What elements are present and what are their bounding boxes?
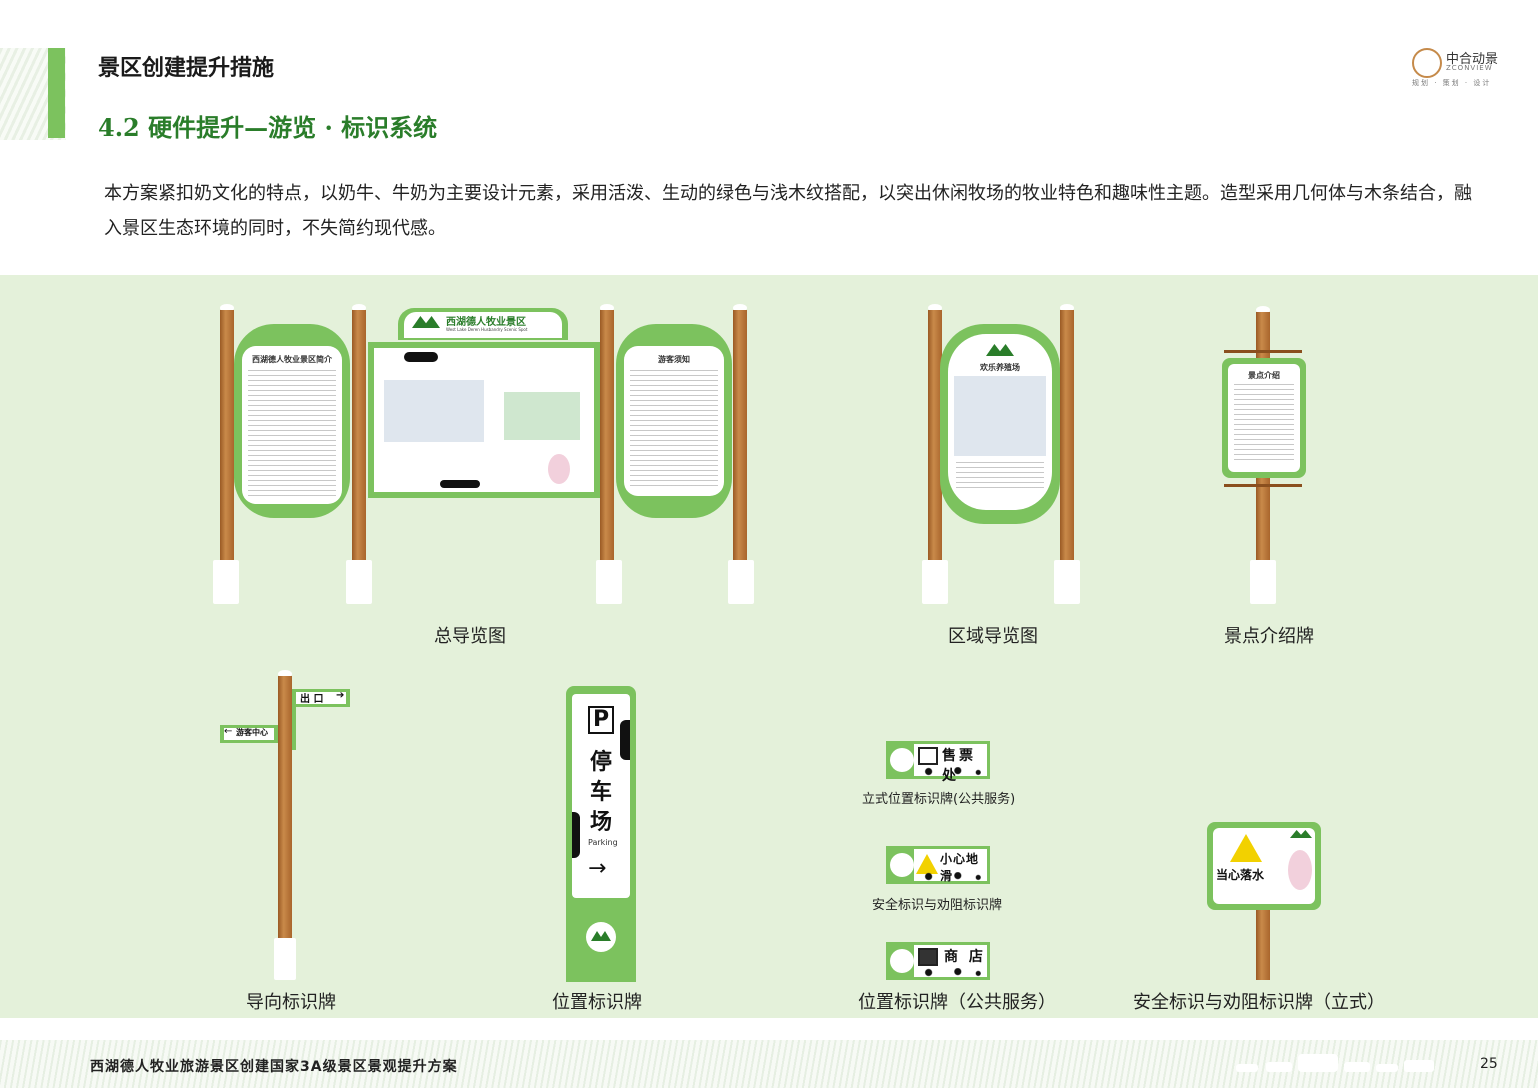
logo-mark-icon — [1412, 48, 1442, 78]
shop-sign: 商 店 — [886, 942, 990, 980]
post-base — [1250, 560, 1276, 604]
logo-en: ZCONVIEW — [1446, 64, 1493, 72]
section-title: 景区创建提升措施 — [98, 55, 275, 81]
logo-badge-icon — [890, 949, 914, 973]
center-arrow-inner — [224, 728, 274, 740]
spot-text-lines — [1234, 384, 1294, 464]
post-base — [922, 560, 948, 604]
cow-spot — [404, 352, 438, 362]
exit-label: 出 口 — [300, 694, 324, 705]
cow-spots — [914, 968, 987, 977]
page-number: 25 — [1480, 1056, 1498, 1072]
main-board-en: West Lake Deren Husbandry Scenic Spot — [446, 327, 528, 332]
parking-en: Parking — [588, 838, 618, 847]
parking-char-1: 停 — [590, 750, 613, 775]
cow-spot — [620, 720, 630, 760]
wood-post — [220, 310, 234, 560]
slippery-sign: 小心地滑 — [886, 846, 990, 884]
logo-badge-icon — [890, 748, 914, 772]
logo-tagline: 规划 · 策划 · 设计 — [1412, 79, 1492, 87]
post-base — [596, 560, 622, 604]
center-label: 游客中心 — [236, 728, 268, 737]
post-cap — [733, 304, 747, 312]
page-subtitle: 4.2 硬件提升—游览 · 标识系统 — [98, 113, 438, 142]
ticket-sign: 售票处 — [886, 741, 990, 784]
exit-arrow-inner — [296, 692, 346, 704]
logo-name: 中合动景 — [1446, 52, 1499, 67]
wood-post — [278, 676, 292, 938]
shop-icon — [918, 948, 938, 966]
main-board-title: 西湖德人牧业景区 — [446, 317, 526, 328]
caption-safety-standing: 安全标识与劝阻标识牌（立式） — [1133, 992, 1385, 1013]
cow-spot — [440, 480, 480, 488]
post-cap — [600, 304, 614, 312]
ticket-icon — [918, 747, 938, 765]
cow-silhouette-icon — [1236, 1054, 1434, 1072]
area-legend-lines — [956, 462, 1044, 488]
map-image — [384, 380, 484, 442]
caption-spot-intro: 景点介绍牌 — [1224, 626, 1314, 647]
spot-board-title: 景点介绍 — [1248, 371, 1280, 380]
caption-safety: 安全标识与劝阻标识牌 — [872, 898, 1003, 913]
cow-mascot-icon — [548, 454, 570, 484]
notice-text-lines — [630, 370, 718, 488]
caption-direction: 导向标识牌 — [246, 992, 336, 1013]
post-cap — [1060, 304, 1074, 312]
post-cap — [278, 670, 292, 678]
water-label: 当心落水 — [1216, 868, 1265, 882]
post-base — [1054, 560, 1080, 604]
wood-post — [1060, 310, 1074, 560]
header-accent-bar — [48, 48, 65, 138]
crossbar — [1224, 350, 1302, 353]
description-text: 本方案紧扣奶文化的特点，以奶牛、牛奶为主要设计元素，采用活泼、生动的绿色与浅木纹… — [104, 183, 1472, 239]
wood-post — [733, 310, 747, 560]
crossbar — [1224, 484, 1302, 487]
post-green-band — [292, 690, 296, 750]
wood-post — [352, 310, 366, 560]
map-image-2 — [504, 392, 580, 440]
post-cap — [928, 304, 942, 312]
wood-post — [1256, 906, 1270, 980]
caption-general-map: 总导览图 — [434, 626, 506, 647]
left-arrow-icon: ← — [224, 726, 233, 737]
caption-location-public: 位置标识牌（公共服务） — [858, 992, 1056, 1013]
ticket-label: 售票处 — [942, 748, 976, 784]
post-base — [728, 560, 754, 604]
cow-spots — [914, 872, 987, 881]
cow-spot — [572, 812, 580, 858]
post-cap — [352, 304, 366, 312]
post-cap — [220, 304, 234, 312]
post-cap — [1256, 306, 1270, 314]
company-logo: 中合动景 ZCONVIEW 规划 · 策划 · 设计 — [1412, 48, 1506, 87]
parking-char-3: 场 — [590, 810, 613, 835]
parking-char-2: 车 — [590, 780, 613, 805]
area-board-title: 欢乐养殖场 — [980, 363, 1020, 372]
intro-panel-title: 西湖德人牧业景区简介 — [252, 355, 332, 364]
cow-mascot-icon — [1288, 850, 1312, 890]
cow-spots — [914, 767, 987, 776]
wood-post — [600, 310, 614, 560]
right-arrow-icon: → — [588, 856, 607, 881]
area-map-image — [954, 376, 1046, 456]
post-base — [274, 938, 296, 980]
post-base — [213, 560, 239, 604]
parking-p-icon: P — [588, 706, 614, 734]
logo-badge-icon — [890, 853, 914, 877]
post-base — [346, 560, 372, 604]
intro-text-lines — [248, 370, 336, 496]
caption-area-map: 区域导览图 — [948, 626, 1038, 647]
wood-post — [928, 310, 942, 560]
shop-label: 商 店 — [944, 949, 986, 965]
footer-title: 西湖德人牧业旅游景区创建国家3A级景区景观提升方案 — [90, 1059, 458, 1075]
caption-standing-location: 立式位置标识牌(公共服务) — [862, 792, 1016, 807]
notice-panel-title: 游客须知 — [658, 355, 690, 364]
right-arrow-icon: ➔ — [336, 690, 345, 701]
caption-location: 位置标识牌 — [552, 992, 642, 1013]
